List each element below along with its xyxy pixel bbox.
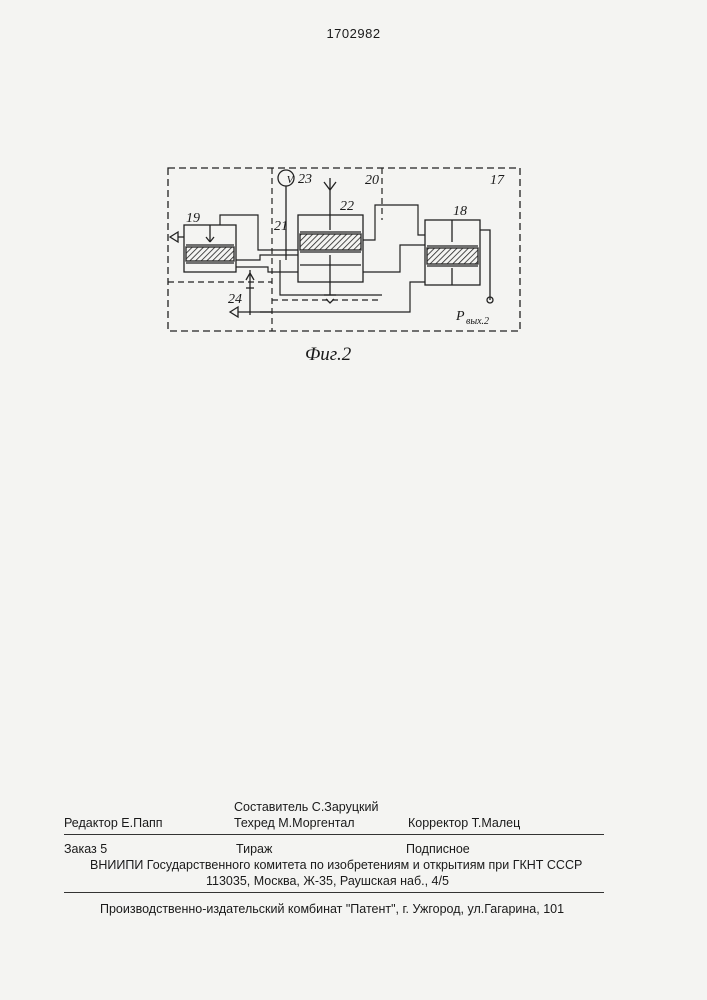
element-19 [184, 225, 236, 272]
element-18 [425, 220, 493, 303]
vent-arrow-left [170, 232, 184, 242]
label-23: 23 [298, 172, 312, 187]
address-line: 113035, Москва, Ж-35, Раушская наб., 4/5 [206, 874, 449, 888]
corrector-line: Корректор Т.Малец [408, 816, 520, 830]
figure-caption: Фиг.2 [305, 344, 351, 366]
compiler-line: Составитель С.Заруцкий [234, 800, 378, 814]
imprint-rule-2 [64, 892, 604, 893]
label-19: 19 [186, 211, 200, 226]
techred-line: Техред М.Моргентал [234, 816, 355, 830]
label-p-out: P [455, 309, 465, 324]
imprint-rule-1 [64, 834, 604, 835]
label-20: 20 [365, 173, 379, 188]
circulation-line: Тираж [236, 842, 272, 856]
pneumatic-schematic: V 23 20 17 22 18 19 21 24 P вых.2 [160, 160, 540, 375]
label-24: 24 [228, 292, 242, 307]
label-p-out-sub: вых.2 [466, 316, 489, 327]
publisher-line: Производственно-издательский комбинат "П… [100, 902, 564, 916]
figure-2-diagram: V 23 20 17 22 18 19 21 24 P вых.2 [160, 160, 540, 375]
order-line: Заказ 5 [64, 842, 107, 856]
vent-symbol-bottom [324, 295, 336, 303]
label-18: 18 [453, 204, 467, 219]
vent-symbol-top [324, 178, 336, 190]
label-21: 21 [274, 219, 288, 234]
label-22: 22 [340, 199, 354, 214]
subscription-line: Подписное [406, 842, 470, 856]
org-line: ВНИИПИ Государственного комитета по изоб… [90, 858, 582, 872]
patent-number: 1702982 [0, 26, 707, 41]
label-17: 17 [490, 173, 505, 188]
editor-line: Редактор Е.Папп [64, 816, 163, 830]
connection-lines [220, 205, 425, 312]
